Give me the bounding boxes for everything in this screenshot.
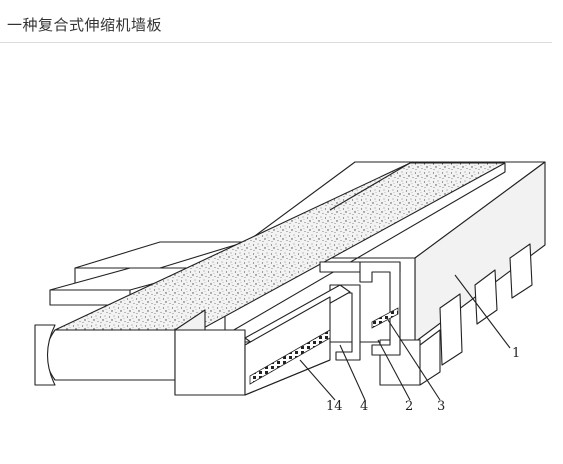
conveyor-belt bbox=[45, 162, 506, 381]
label-part-1: 1 bbox=[512, 346, 520, 361]
label-part-2: 2 bbox=[405, 399, 413, 414]
stepped-plates bbox=[49, 241, 246, 306]
patent-drawing: 1 14 4 2 3 bbox=[0, 43, 563, 460]
title-bar: 一种复合式伸缩机墙板 bbox=[0, 0, 552, 43]
label-part-4: 4 bbox=[360, 399, 368, 414]
label-part-14: 14 bbox=[326, 399, 343, 414]
page-title: 一种复合式伸缩机墙板 bbox=[7, 16, 163, 34]
leader-lines bbox=[299, 274, 511, 401]
telescopic-machine-drawing: 1 14 4 2 3 bbox=[34, 161, 546, 414]
label-part-3: 3 bbox=[437, 399, 445, 414]
channel-sections bbox=[244, 261, 401, 396]
left-end-frame bbox=[34, 309, 246, 396]
